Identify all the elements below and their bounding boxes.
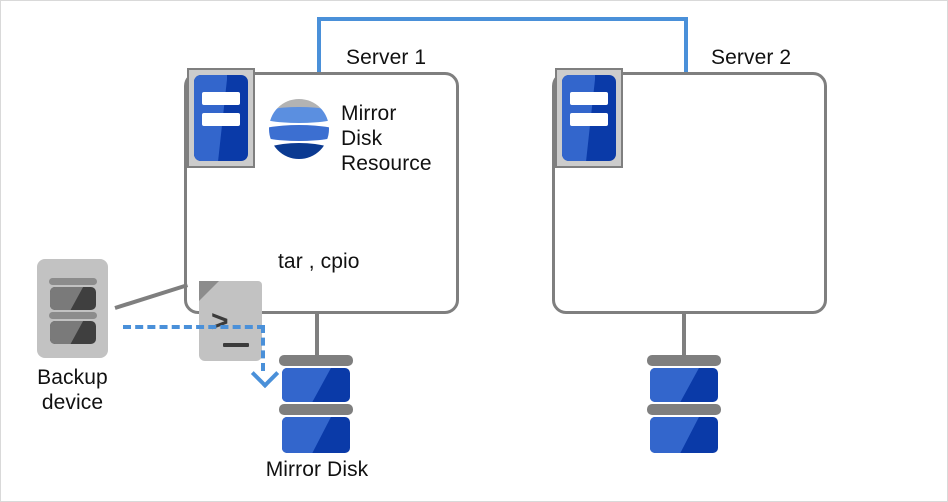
server-tower-icon (187, 68, 255, 168)
server-icon-bar-bottom (569, 112, 609, 126)
backup-device-label: Backup device (37, 366, 108, 414)
mirror-disk-resource-label: Mirror Disk Resource (341, 102, 432, 175)
disk-plate-top (279, 355, 353, 366)
mirror-disk-label: Mirror Disk (265, 458, 369, 481)
disk-block-lower (282, 417, 350, 453)
server-icon-bar-top (201, 92, 241, 106)
disk-plate-top (647, 355, 721, 366)
interconnect-top-segment (317, 17, 688, 21)
mirror-disk-resource-globe-icon (269, 99, 329, 159)
server-2-disk-stack (647, 355, 721, 455)
disk-block-upper (650, 368, 718, 402)
backup-plate-middle (49, 312, 97, 319)
script-prompt-underscore (223, 343, 249, 347)
backup-block-upper (50, 287, 96, 310)
server-1-label: Server 1 (346, 46, 427, 69)
globe-band-gray (269, 99, 329, 110)
server-tower-icon (555, 68, 623, 168)
disk-block-upper (282, 368, 350, 402)
interconnect-left-segment (317, 17, 321, 75)
server-1-disk-stack (279, 355, 353, 455)
globe-band-lightblue (269, 107, 329, 123)
interconnect-right-segment (684, 17, 688, 75)
backup-plate-top (49, 278, 97, 285)
backup-flow-horizontal (123, 325, 265, 329)
globe-band-navy (269, 143, 329, 159)
disk-block-lower (650, 417, 718, 453)
server-2-disk-connector (682, 311, 686, 358)
server-icon-bar-top (569, 92, 609, 106)
backup-block-lower (50, 321, 96, 344)
server-1-disk-connector (315, 311, 319, 358)
backup-flow-vertical (261, 325, 265, 371)
disk-plate-middle (647, 404, 721, 415)
globe-band-midblue (269, 125, 329, 141)
backup-flow-arrowhead-icon (250, 359, 280, 389)
script-prompt-chevron: > (211, 305, 229, 338)
command-label: tar , cpio (278, 250, 360, 273)
disk-plate-middle (279, 404, 353, 415)
server-2-label: Server 2 (711, 46, 792, 69)
script-fold-corner (199, 281, 219, 301)
server-icon-bar-bottom (201, 112, 241, 126)
backup-device-icon (37, 259, 108, 358)
terminal-script-icon: > (199, 281, 262, 361)
backup-to-server-connector (114, 283, 189, 310)
